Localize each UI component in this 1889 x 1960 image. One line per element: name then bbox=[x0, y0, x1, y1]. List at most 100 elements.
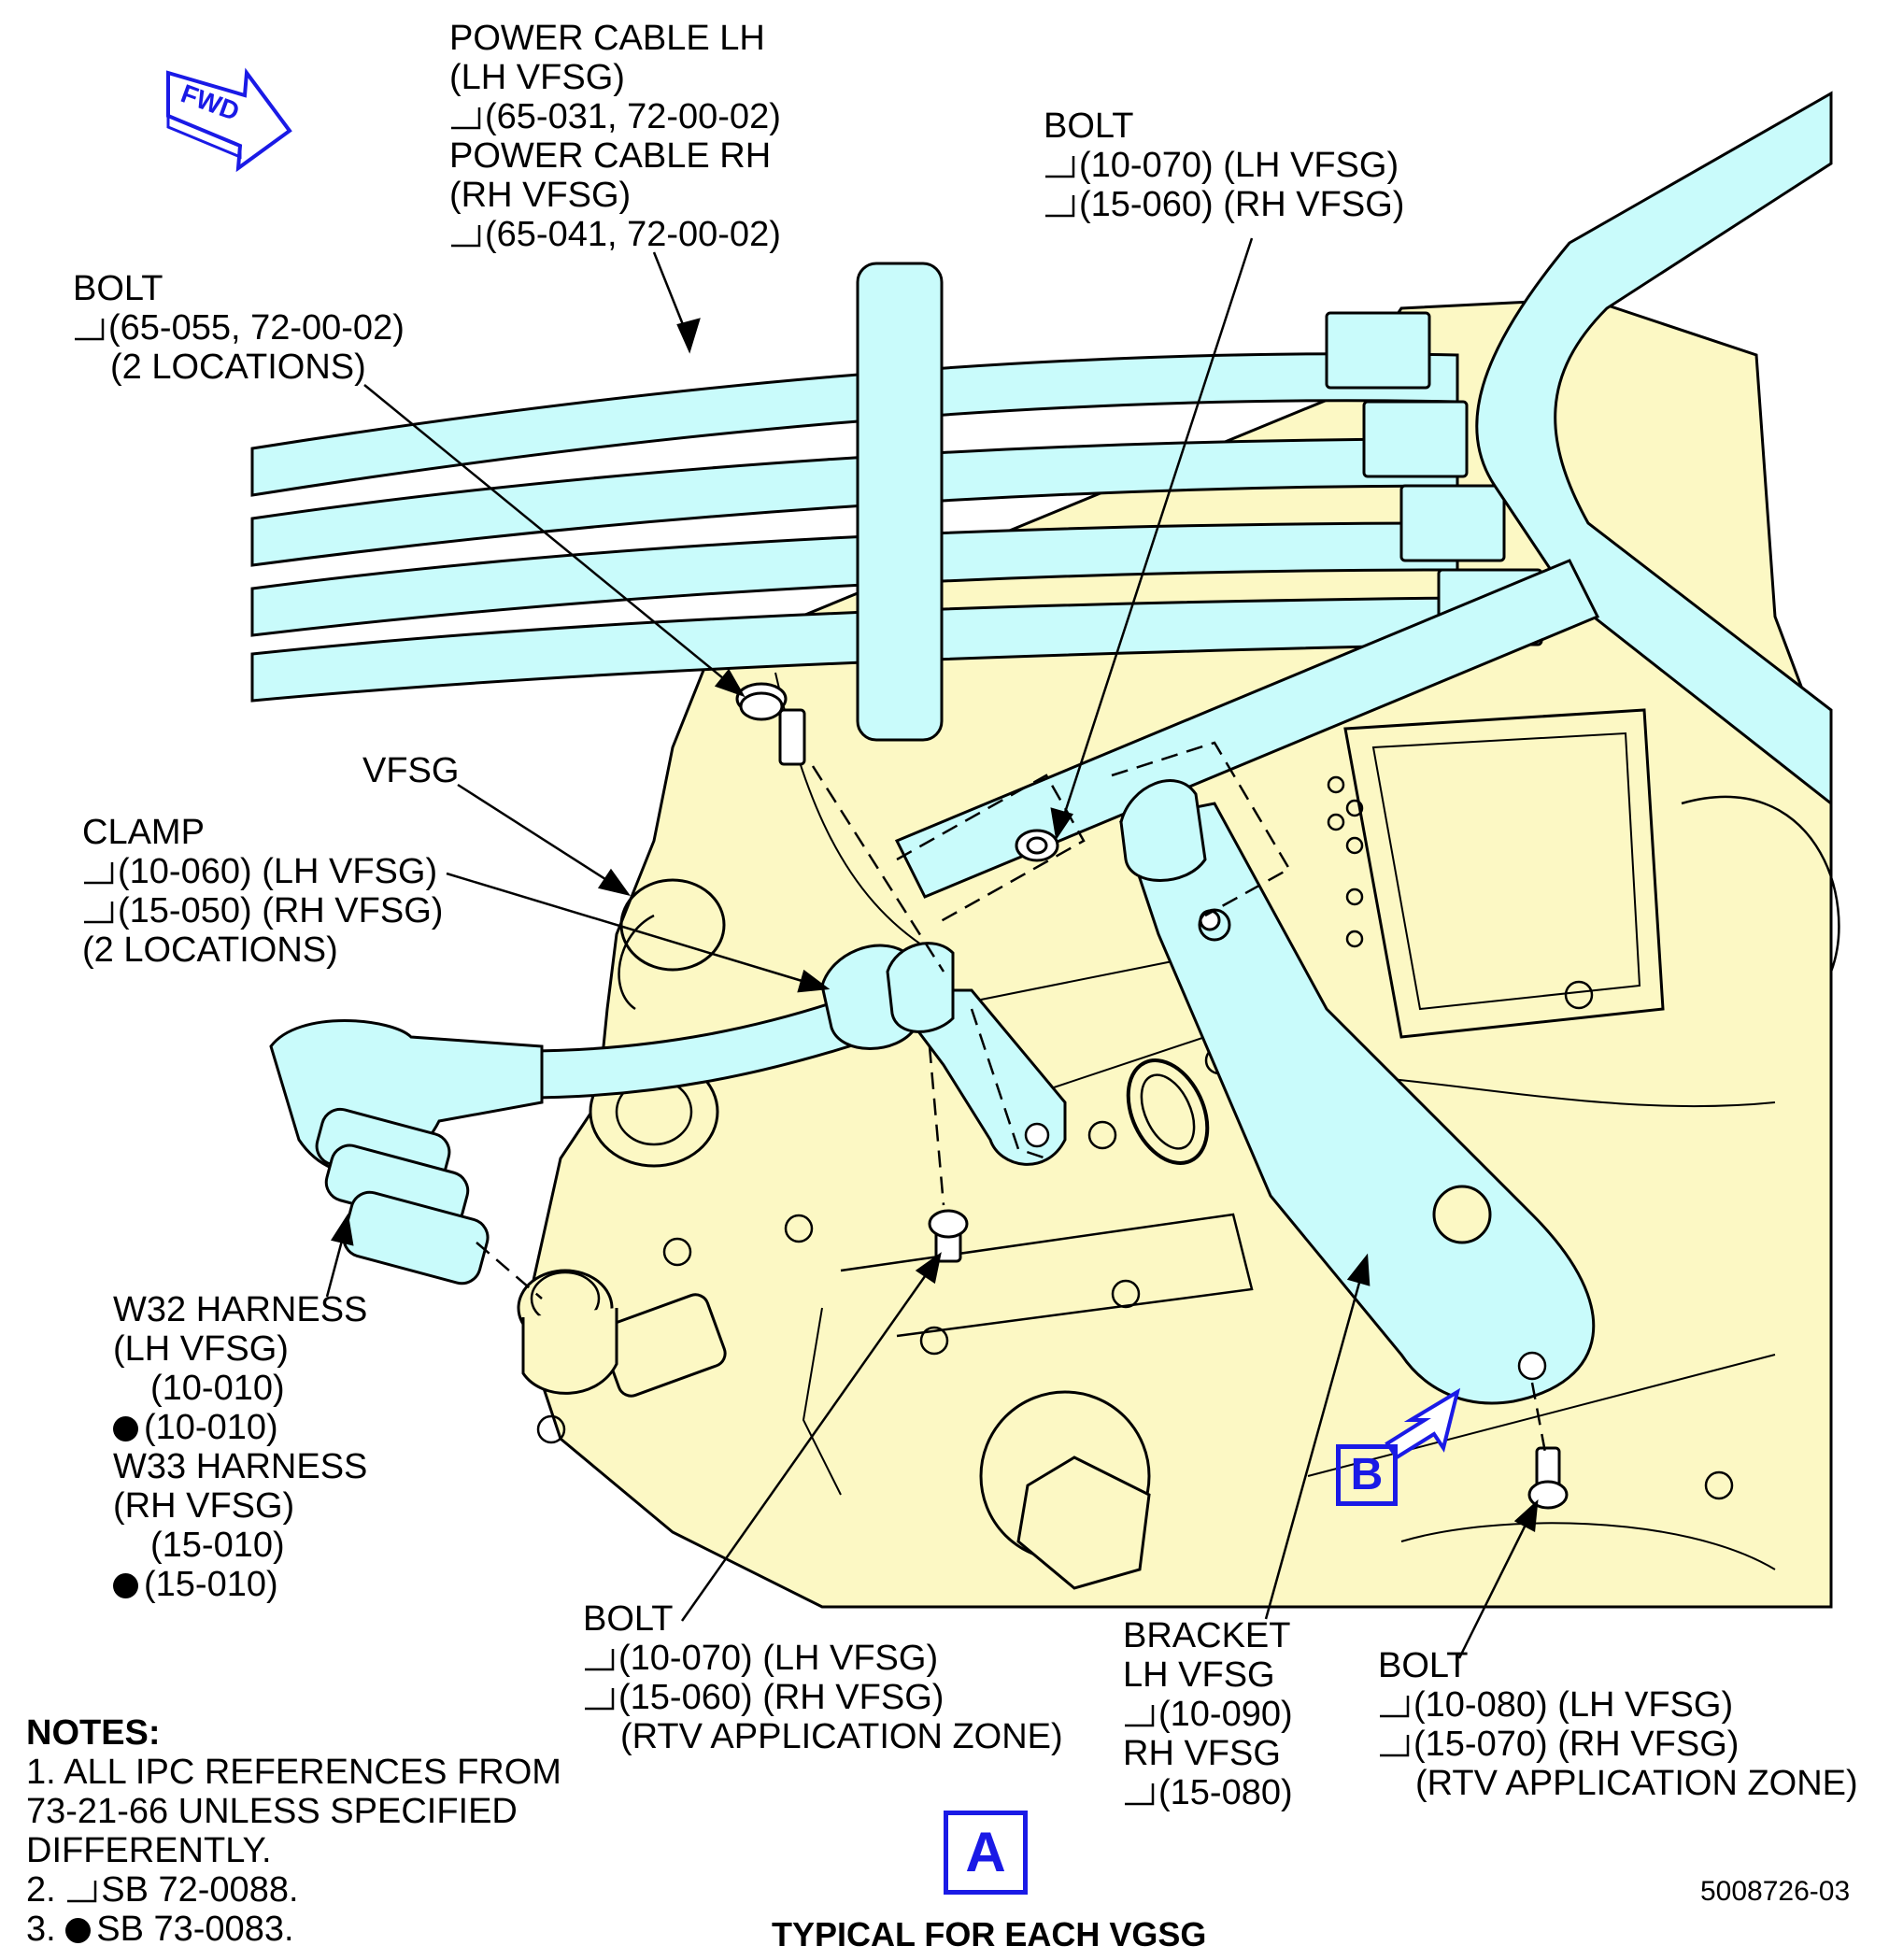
callout-line: (15-060) (RH VFSG) bbox=[1044, 185, 1404, 224]
callout-line: (10-090) bbox=[1123, 1695, 1293, 1734]
callout-text: BRACKET bbox=[1123, 1616, 1291, 1655]
callout-line: (15-070) (RH VFSG) bbox=[1378, 1725, 1858, 1764]
callout-text: (10-010) bbox=[144, 1408, 278, 1447]
callout-text: (10-070) (LH VFSG) bbox=[1079, 146, 1399, 185]
service-bulletin-icon bbox=[585, 1649, 615, 1671]
callout-line: (10-070) (LH VFSG) bbox=[1044, 146, 1404, 185]
w32-harness-cable bbox=[269, 987, 880, 1285]
bracket bbox=[885, 802, 1596, 1405]
callout-text: (10-060) (LH VFSG) bbox=[118, 852, 438, 891]
callout-line: DIFFERENTLY. bbox=[26, 1831, 561, 1870]
callout-text: (15-070) (RH VFSG) bbox=[1413, 1725, 1740, 1764]
service-bulletin-dot-icon bbox=[113, 1416, 138, 1442]
bolt-icon bbox=[928, 1209, 969, 1263]
callout-line: LH VFSG bbox=[1123, 1655, 1293, 1695]
note-number: 3. bbox=[26, 1910, 66, 1949]
callout-line: (10-070) (LH VFSG) bbox=[583, 1639, 1063, 1678]
callout-line: (65-055, 72-00-02) bbox=[73, 308, 405, 348]
service-bulletin-icon bbox=[1380, 1735, 1410, 1757]
harness-routing-upper bbox=[894, 91, 1833, 899]
zone-b-arrow-icon bbox=[1385, 1387, 1461, 1460]
callout-vfsg: VFSG bbox=[362, 751, 459, 790]
callout-line: (RH VFSG) bbox=[113, 1486, 367, 1526]
callout-text: (15-010) bbox=[150, 1526, 285, 1565]
callout-line: BOLT bbox=[73, 269, 405, 308]
callout-text: (15-080) bbox=[1158, 1773, 1293, 1812]
callout-harness: W32 HARNESS(LH VFSG)(10-010)(10-010)W33 … bbox=[113, 1290, 367, 1604]
callout-text: (RH VFSG) bbox=[113, 1486, 295, 1526]
callout-line: POWER CABLE LH bbox=[449, 19, 781, 58]
callout-line: 3. SB 73-0083. bbox=[26, 1910, 561, 1949]
callout-line: (LH VFSG) bbox=[449, 58, 781, 97]
callout-text: (15-060) (RH VFSG) bbox=[1079, 185, 1405, 224]
callout-text: (2 LOCATIONS) bbox=[82, 930, 338, 970]
callout-text: (15-010) bbox=[144, 1565, 278, 1604]
fwd-arrow-icon: FWD bbox=[166, 67, 292, 173]
callout-line: 73-21-66 UNLESS SPECIFIED bbox=[26, 1792, 561, 1831]
caption: TYPICAL FOR EACH VGSG bbox=[772, 1915, 1207, 1953]
callout-line: (10-010) bbox=[113, 1369, 367, 1408]
service-bulletin-icon bbox=[1045, 156, 1075, 178]
callout-line: (10-080) (LH VFSG) bbox=[1378, 1685, 1858, 1725]
notes-heading: NOTES: bbox=[26, 1713, 161, 1753]
callout-line: CLAMP bbox=[82, 813, 443, 852]
callout-text: 1. ALL IPC REFERENCES FROM bbox=[26, 1753, 561, 1792]
callout-line: (LH VFSG) bbox=[113, 1329, 367, 1369]
callout-line: BOLT bbox=[583, 1599, 1063, 1639]
callout-text: W33 HARNESS bbox=[113, 1447, 368, 1486]
callout-line: 2. SB 72-0088. bbox=[26, 1870, 561, 1910]
callout-line: (65-031, 72-00-02) bbox=[449, 97, 781, 136]
callout-line: (RH VFSG) bbox=[449, 176, 781, 215]
callout-text: DIFFERENTLY. bbox=[26, 1831, 272, 1870]
callout-text: (65-031, 72-00-02) bbox=[485, 97, 781, 136]
service-bulletin-icon bbox=[67, 1881, 97, 1903]
callout-text: (65-041, 72-00-02) bbox=[485, 215, 781, 254]
zone-a-marker: A bbox=[944, 1811, 1028, 1895]
bolt-icon bbox=[1015, 829, 1059, 862]
callout-text: POWER CABLE LH bbox=[449, 19, 765, 58]
callout-line: (15-010) bbox=[113, 1565, 367, 1604]
notes-list: 1. ALL IPC REFERENCES FROM 73-21-66 UNLE… bbox=[26, 1753, 561, 1949]
clamps bbox=[820, 779, 1207, 1050]
callout-text: CLAMP bbox=[82, 813, 205, 852]
installation-lines bbox=[476, 741, 1548, 1458]
callout-power-cable: POWER CABLE LH(LH VFSG)(65-031, 72-00-02… bbox=[449, 19, 781, 254]
callout-line: W32 HARNESS bbox=[113, 1290, 367, 1329]
service-bulletin-dot-icon bbox=[113, 1573, 138, 1598]
service-bulletin-icon bbox=[84, 862, 114, 885]
callout-text: (LH VFSG) bbox=[449, 58, 625, 97]
service-bulletin-icon bbox=[75, 319, 105, 341]
callout-line: (10-010) bbox=[113, 1408, 367, 1447]
callout-line: (15-010) bbox=[113, 1526, 367, 1565]
callout-clamp: CLAMP(10-060) (LH VFSG)(15-050) (RH VFSG… bbox=[82, 813, 443, 970]
callout-text: (RH VFSG) bbox=[449, 176, 632, 215]
bolt-icon bbox=[1527, 1446, 1569, 1510]
callout-text: BOLT bbox=[73, 269, 163, 308]
callout-line: BRACKET bbox=[1123, 1616, 1293, 1655]
note-number: 2. bbox=[26, 1870, 66, 1910]
callout-line: (2 LOCATIONS) bbox=[73, 348, 405, 387]
callout-text: (15-060) (RH VFSG) bbox=[618, 1678, 944, 1717]
callout-line: 1. ALL IPC REFERENCES FROM bbox=[26, 1753, 561, 1792]
service-bulletin-icon bbox=[1125, 1783, 1155, 1806]
notes: NOTES: 1. ALL IPC REFERENCES FROM 73-21-… bbox=[26, 1713, 561, 1949]
callout-text: (10-010) bbox=[150, 1369, 285, 1408]
callout-line: (2 LOCATIONS) bbox=[82, 930, 443, 970]
callout-line: (10-060) (LH VFSG) bbox=[82, 852, 443, 891]
callout-text: (RTV APPLICATION ZONE) bbox=[1415, 1764, 1858, 1803]
service-bulletin-icon bbox=[585, 1688, 615, 1711]
callout-text: (10-070) (LH VFSG) bbox=[618, 1639, 939, 1678]
callout-bolt-top: BOLT(10-070) (LH VFSG)(15-060) (RH VFSG) bbox=[1044, 107, 1404, 224]
callout-line: RH VFSG bbox=[1123, 1734, 1293, 1773]
callout-text: 73-21-66 UNLESS SPECIFIED bbox=[26, 1792, 518, 1831]
power-cables bbox=[250, 262, 1543, 742]
callout-text: (15-050) (RH VFSG) bbox=[118, 891, 444, 930]
callout-text: VFSG bbox=[362, 751, 460, 790]
service-bulletin-icon bbox=[1045, 195, 1075, 218]
callout-text: (65-055, 72-00-02) bbox=[108, 308, 405, 348]
service-bulletin-icon bbox=[1125, 1705, 1155, 1727]
callout-text: RH VFSG bbox=[1123, 1734, 1281, 1773]
zone-b-marker: B bbox=[1336, 1444, 1398, 1506]
callout-line: (15-050) (RH VFSG) bbox=[82, 891, 443, 930]
